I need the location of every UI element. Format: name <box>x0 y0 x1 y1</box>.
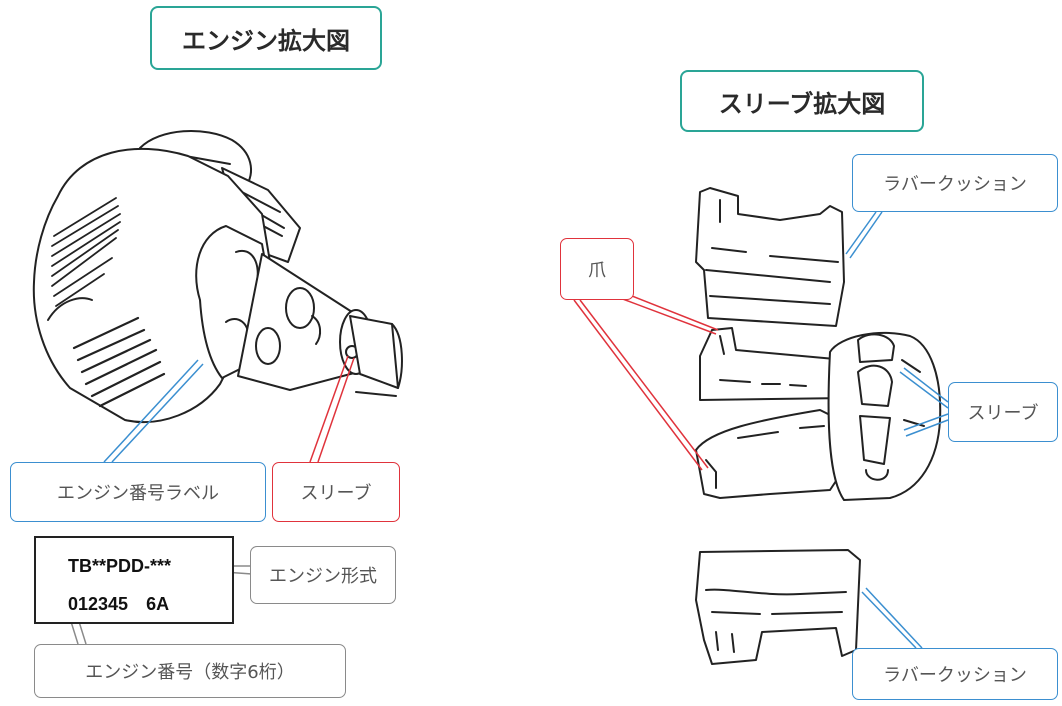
engine-enlarged-title: エンジン拡大図 <box>150 6 382 70</box>
sleeve-callout-right: スリーブ <box>948 382 1058 442</box>
engine-label-plate: TB**PDD-*** 012345 6A <box>34 536 234 624</box>
sleeve-enlarged-title: スリーブ拡大図 <box>680 70 924 132</box>
engine-model-text: TB**PDD-*** <box>68 556 172 576</box>
leader-claw <box>573 291 719 471</box>
rubber-cushion-callout-bottom: ラバークッション <box>852 648 1058 700</box>
rubber-cushion-top-illustration <box>695 187 845 327</box>
engine-model-callout: エンジン形式 <box>250 546 396 604</box>
sleeve-assembly-illustration <box>695 327 942 501</box>
leader-engine-label <box>103 359 204 463</box>
rubber-cushion-bottom-illustration <box>695 549 861 665</box>
leader-rubber-bottom <box>861 587 923 649</box>
engine-number-callout: エンジン番号（数字6桁） <box>34 644 346 698</box>
leader-rubber-top <box>845 211 883 259</box>
leader-sleeve-right <box>899 367 949 437</box>
leader-sleeve-left <box>309 355 355 463</box>
rubber-cushion-callout-top: ラバークッション <box>852 154 1058 212</box>
engine-number-text: 012345 6A <box>68 594 170 614</box>
sleeve-callout-left: スリーブ <box>272 462 400 522</box>
engine-illustration <box>32 130 403 424</box>
claw-callout: 爪 <box>560 238 634 300</box>
engine-number-label-callout: エンジン番号ラベル <box>10 462 266 522</box>
